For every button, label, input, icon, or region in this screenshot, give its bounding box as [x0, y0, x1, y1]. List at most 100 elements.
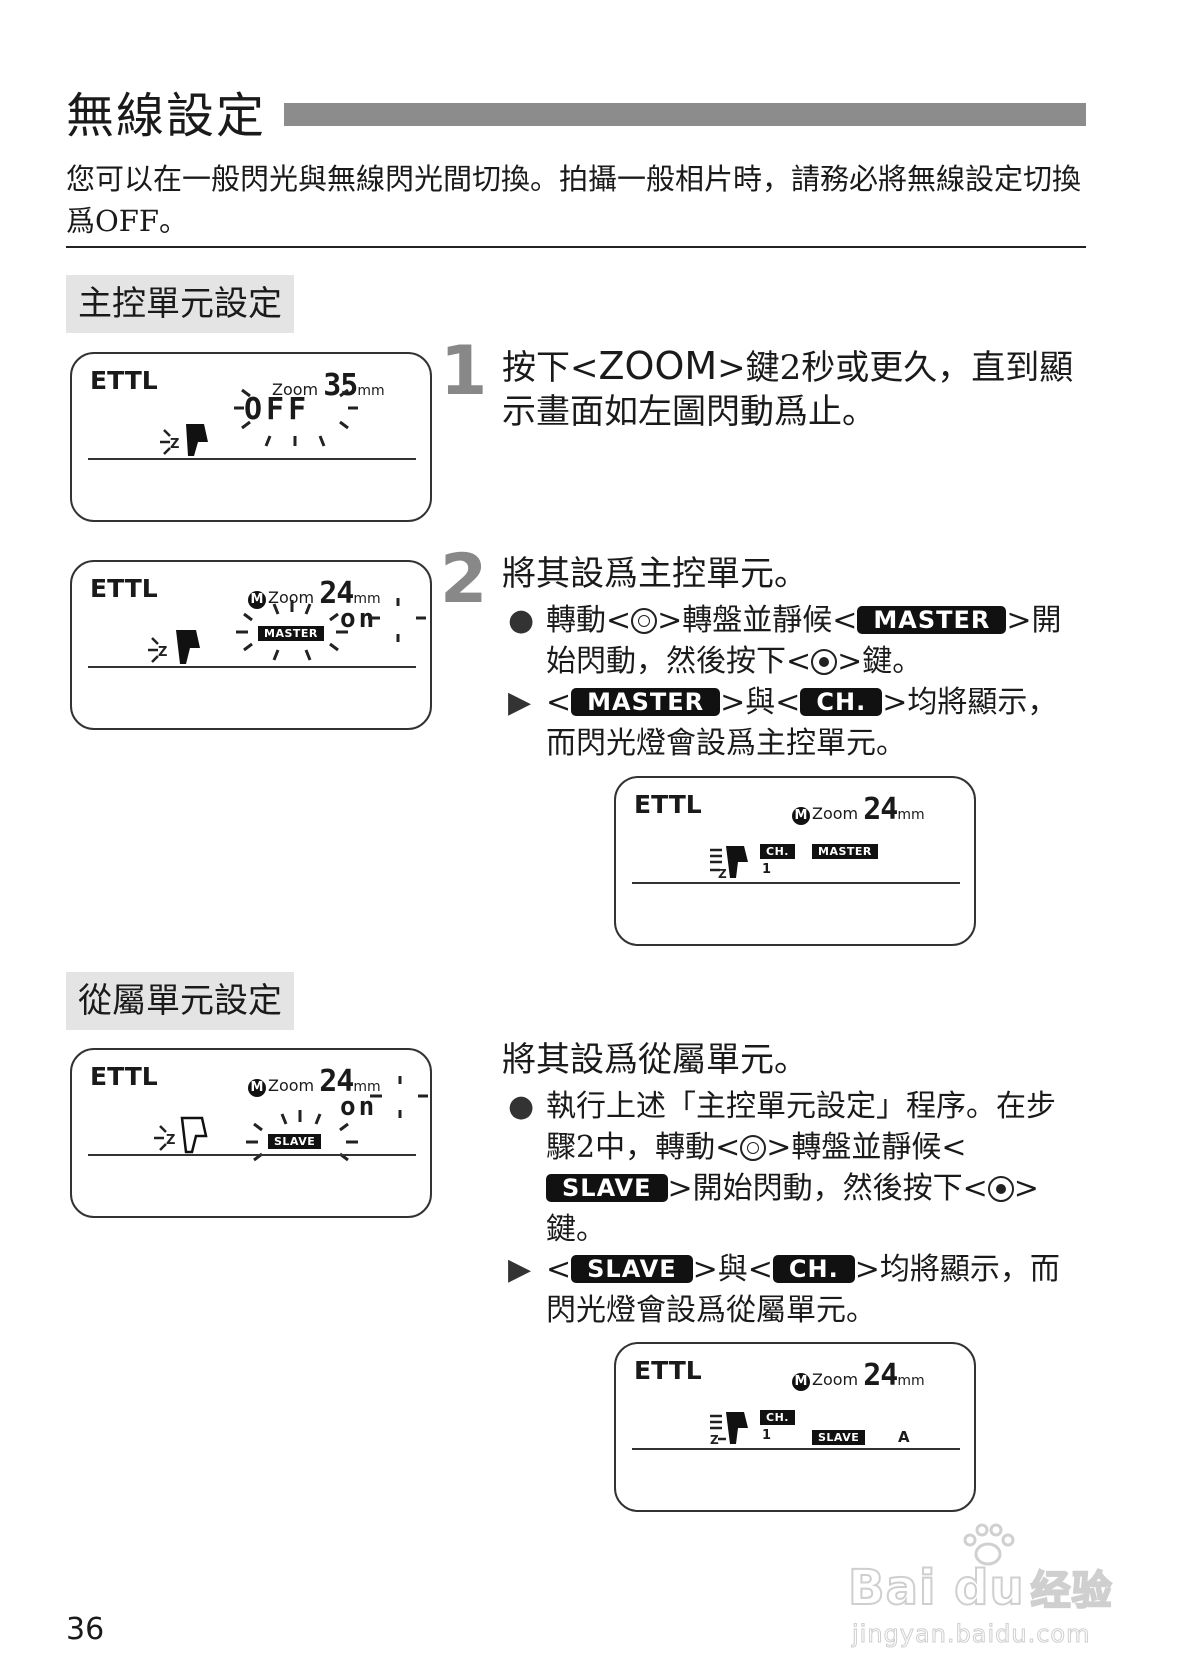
quick-control-dial-icon	[740, 1135, 767, 1161]
bullet-text: >鍵。	[837, 644, 923, 679]
zoom-label: Zoom	[812, 1370, 859, 1389]
blink-rays-icon	[236, 598, 426, 661]
bullet-text: >與<	[692, 1252, 773, 1287]
watermark-label: 经验	[1030, 1567, 1113, 1615]
slave-pill: SLAVE	[571, 1255, 693, 1283]
bullet-text: >均將顯示，而閃光燈會設爲從屬單元。	[546, 1252, 1060, 1328]
lcd-mode: ETTL	[90, 1062, 158, 1091]
zoom-unit: mm	[353, 1079, 381, 1095]
master-badge: MASTER	[812, 844, 878, 859]
page-title: 無線設定	[66, 88, 267, 144]
lcd-divider	[632, 1448, 960, 1450]
blinking-off-status: OFF	[244, 392, 311, 427]
paw-print-icon	[963, 1523, 1015, 1566]
master-pill: MASTER	[571, 688, 721, 716]
step-2-bullet-1: ● 轉動<>轉盤並靜候<MASTER>開始閃動，然後按下<>鍵。	[508, 600, 1078, 682]
zoom-value: 24	[863, 792, 898, 827]
divider	[66, 246, 1086, 248]
blink-rays-icon	[246, 1076, 428, 1162]
channel-number: 1	[762, 862, 772, 877]
lcd-mode: ETTL	[634, 1356, 702, 1385]
zoom-value: 24	[863, 1358, 898, 1393]
step-1-text-after: >鍵2秒或更久，直到顯示畫面如左圖閃動爲止。	[502, 348, 1074, 432]
bullet-text: >開始閃動，然後按下<	[667, 1171, 988, 1206]
bullet-text: >均將顯示，而閃光燈會設爲主控單元。	[546, 685, 1058, 761]
lcd-divider	[88, 458, 416, 460]
lcd-mode: ETTL	[90, 574, 158, 603]
bullet-dot-icon: ●	[508, 1089, 535, 1124]
slave-group: A	[898, 1428, 910, 1446]
zoom-value: 24	[319, 1064, 354, 1099]
zoom-label: Zoom	[272, 380, 319, 399]
step-1-text: 按下<ZOOM>鍵2秒或更久，直到顯示畫面如左圖閃動爲止。	[502, 344, 1082, 434]
zoom-unit: mm	[897, 807, 925, 823]
slave-flash-icon: Z	[710, 1412, 748, 1447]
step-1-number: 1	[440, 332, 488, 411]
svg-text:Z: Z	[170, 437, 179, 452]
watermark-brand: Bai du	[847, 1559, 1025, 1617]
zoom-label: Zoom	[812, 804, 859, 823]
slave-bullet-1: ● 執行上述「主控單元設定」程序。在步驟2中，轉動<>轉盤並靜候< SLAVE>開…	[508, 1086, 1078, 1250]
lcd-divider	[632, 882, 960, 884]
zoom-unit: mm	[353, 591, 381, 607]
quick-control-dial-icon	[631, 608, 658, 634]
watermark-url: jingyan.baidu.com	[851, 1620, 1091, 1649]
svg-text:Z: Z	[158, 645, 167, 660]
zoom-label: Zoom	[268, 588, 315, 607]
wireless-flash-icon: Z	[160, 424, 208, 456]
bullet-text: 執行上述「主控單元設定」程序。在步驟2中，轉動<	[546, 1089, 1056, 1165]
bullet-text: >開始閃動，然後按下<	[546, 603, 1062, 679]
zoom-value: 35	[323, 368, 358, 403]
svg-text:Z: Z	[718, 867, 727, 881]
step-2-bullet-2: ▶ <MASTER>與<CH.>均將顯示，而閃光燈會設爲主控單元。	[508, 682, 1078, 764]
manual-zoom-m-icon: M	[248, 591, 266, 609]
zoom-label: Zoom	[268, 1076, 315, 1095]
lcd-divider	[88, 666, 416, 668]
blinking-on-status: on	[340, 1092, 378, 1122]
lcd-divider	[88, 1154, 416, 1156]
triangle-arrow-icon: ▶	[508, 685, 532, 720]
wireless-flash-icon: Z	[154, 1116, 208, 1154]
blink-rays-icon	[234, 388, 358, 447]
master-section-heading: 主控單元設定	[66, 275, 294, 333]
channel-pill: CH.	[800, 688, 883, 716]
manual-zoom-m-icon: M	[248, 1079, 266, 1097]
set-button-icon	[811, 649, 838, 675]
bullet-text: >轉盤並靜候<	[766, 1130, 967, 1165]
svg-text:Z: Z	[166, 1133, 175, 1148]
channel-badge: CH.	[760, 844, 795, 859]
zoom-value: 24	[319, 576, 354, 611]
set-button-icon	[987, 1176, 1014, 1202]
zoom-unit: mm	[357, 383, 385, 399]
slave-pill: SLAVE	[546, 1174, 668, 1202]
slave-bullet-2: ▶ <SLAVE>與<CH.>均將顯示，而閃光燈會設爲從屬單元。	[508, 1249, 1078, 1331]
master-badge: MASTER	[258, 626, 324, 641]
page-number: 36	[66, 1612, 105, 1647]
title-bar	[284, 103, 1086, 126]
wireless-flash-icon: Z	[148, 630, 200, 664]
manual-zoom-m-icon: M	[792, 807, 810, 825]
zoom-button-label: ZOOM	[598, 344, 718, 388]
slave-badge: SLAVE	[268, 1134, 322, 1149]
lcd-zoom: Zoom 35mm	[272, 368, 385, 403]
bullet-dot-icon: ●	[508, 603, 535, 638]
channel-number: 1	[762, 1428, 772, 1443]
slave-step-text: 將其設爲從屬單元。	[502, 1040, 808, 1080]
bullet-text: <	[546, 685, 572, 720]
intro-text: 您可以在一般閃光與無線閃光間切換。拍攝一般相片時，請務必將無線設定切換爲OFF。	[66, 162, 1082, 238]
bullet-text: >轉盤並靜候<	[657, 603, 858, 638]
master-flash-icon: Z	[710, 846, 748, 881]
step-2-text: 將其設爲主控單元。	[502, 554, 808, 594]
svg-text:Z: Z	[710, 1433, 719, 1447]
bullet-text: >與<	[720, 685, 801, 720]
slave-section-heading: 從屬單元設定	[66, 972, 294, 1030]
zoom-unit: mm	[897, 1373, 925, 1389]
bullet-text: 轉動<	[546, 603, 632, 638]
channel-badge: CH.	[760, 1410, 795, 1425]
